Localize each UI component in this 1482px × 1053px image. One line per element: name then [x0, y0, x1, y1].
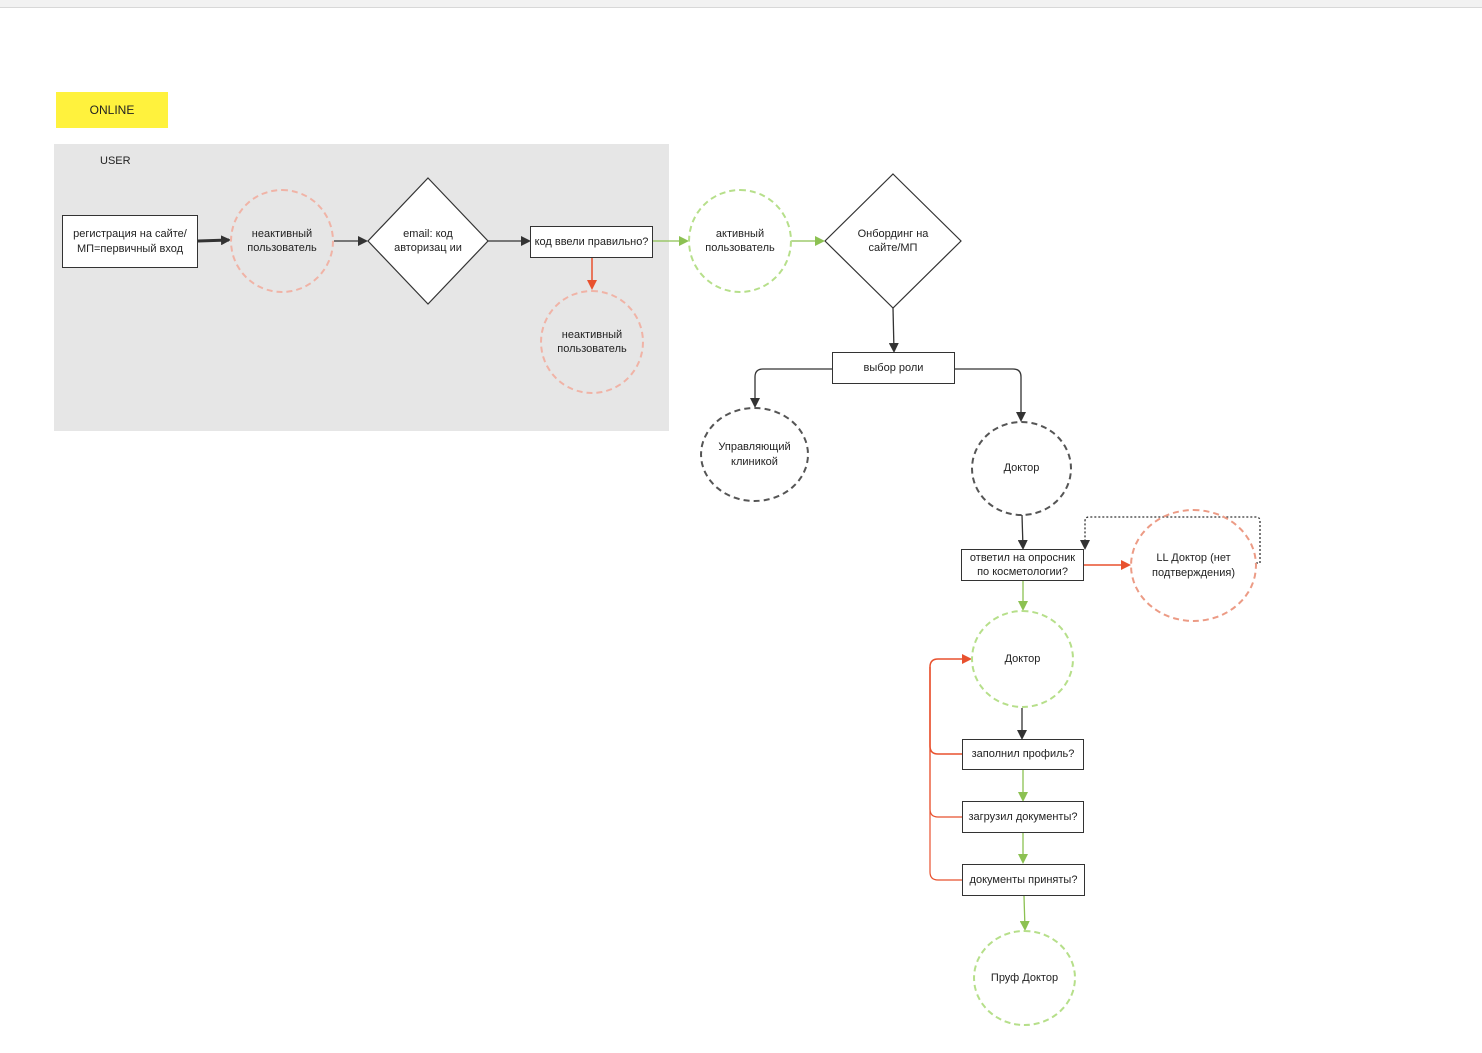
docs-accepted-decision[interactable]: документы приняты? [962, 864, 1085, 896]
edge-upload-fail-loop[interactable] [929, 667, 962, 818]
email-code-diamond[interactable] [367, 177, 489, 305]
doctor-state-2[interactable]: Доктор [971, 610, 1074, 708]
online-tag[interactable]: ONLINE [56, 92, 168, 128]
inactive-user-state-2[interactable]: неактивный пользователь [540, 290, 644, 394]
registration-node[interactable]: регистрация на сайте/ МП=первичный вход [62, 215, 198, 268]
edge-doctor-to-questionnaire[interactable] [1017, 514, 1028, 550]
docs-uploaded-decision[interactable]: загрузил документы? [962, 801, 1084, 833]
canvas-top-bar [0, 0, 1482, 8]
inactive-user-state[interactable]: неактивный пользователь [230, 189, 334, 293]
doctor-state[interactable]: Доктор [971, 421, 1072, 516]
edge-ll-loop-dotted[interactable] [1080, 516, 1261, 564]
code-correct-decision[interactable]: код ввели правильно? [530, 226, 653, 258]
clinic-manager-state[interactable]: Управляющий клиникой [700, 407, 809, 502]
edge-accepted-fail-loop[interactable] [929, 667, 962, 881]
proof-doctor-state[interactable]: Пруф Доктор [973, 930, 1076, 1026]
email-code-label: email: код авторизац ии [394, 227, 462, 254]
edge-registration-to-inactive[interactable] [197, 235, 231, 246]
onboarding-label: Онбординг на сайте/МП [857, 227, 929, 254]
active-user-state[interactable]: активный пользователь [688, 189, 792, 293]
ll-doctor-state[interactable]: LL Доктор (нет подтверждения) [1130, 509, 1257, 622]
questionnaire-decision[interactable]: ответил на опросник по косметологии? [961, 549, 1084, 581]
role-choice-node[interactable]: выбор роли [832, 352, 955, 384]
user-frame-title: USER [100, 155, 131, 167]
edge-role-to-manager[interactable] [750, 368, 832, 408]
profile-filled-decision[interactable]: заполнил профиль? [962, 739, 1084, 770]
edge-role-to-doctor[interactable] [955, 368, 1026, 422]
edge-accepted-to-proof[interactable] [1019, 895, 1030, 931]
edge-onboarding-to-role[interactable] [888, 307, 899, 353]
